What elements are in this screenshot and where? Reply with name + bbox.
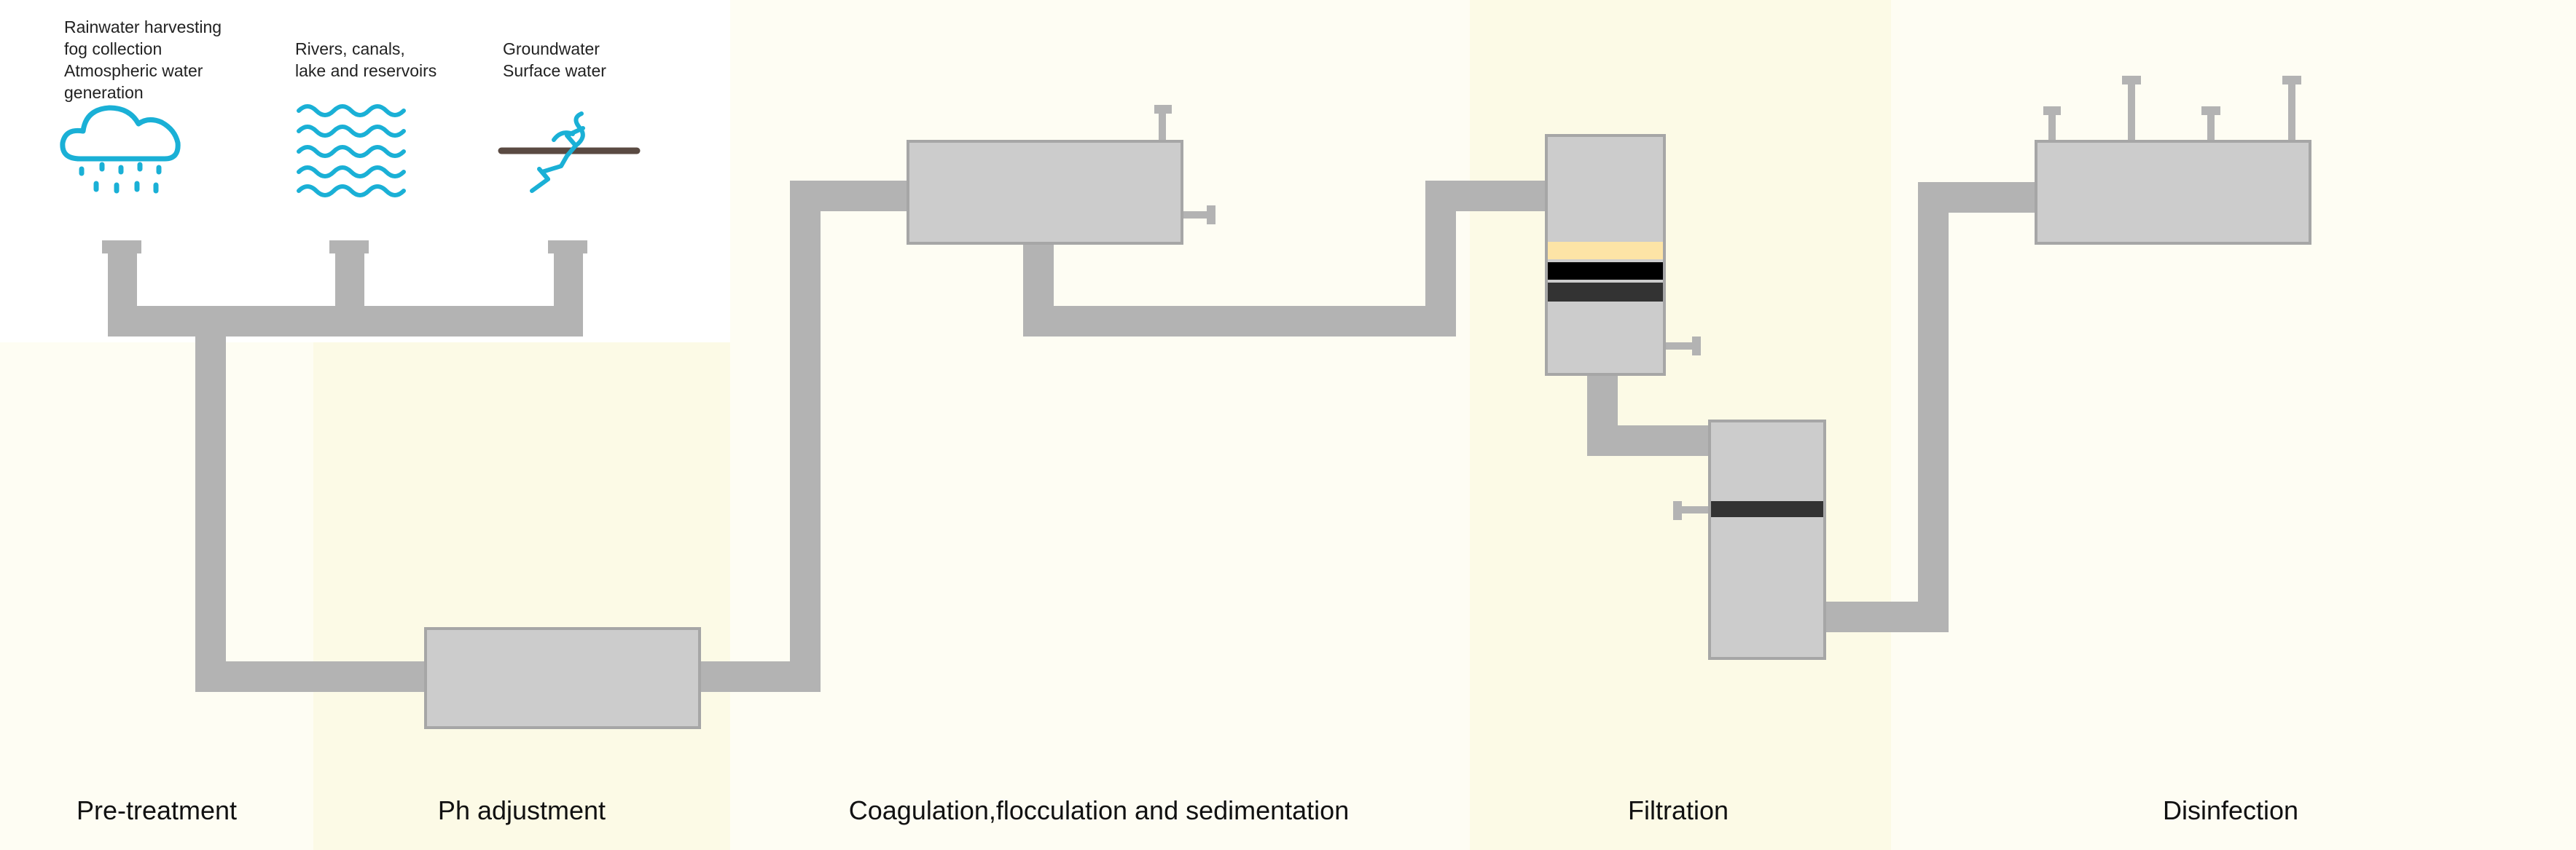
ph-adjustment-tank (424, 627, 701, 729)
source-label-rainwater: Rainwater harvesting fog collection Atmo… (64, 17, 222, 102)
sedimentation-tank (907, 140, 1183, 245)
stage-label-disinfection: Disinfection (2162, 795, 2299, 825)
ground-spring-icon (498, 111, 641, 193)
source-label-rivers: Rivers, canals, lake and reservoirs (295, 39, 437, 80)
stage-label-filtration: Filtration (1627, 795, 1729, 825)
filter-one (1545, 134, 1666, 376)
filter-two (1708, 420, 1826, 660)
disinfection-tank (2035, 140, 2311, 245)
source-label-groundwater: Groundwater Surface water (503, 39, 606, 80)
ph-adjustment-band (313, 342, 730, 850)
rain-cloud-icon (60, 105, 181, 194)
stage-label-ph-adjustment: Ph adjustment (437, 795, 606, 825)
stage-label-coagulation: Coagulation,flocculation and sedimentati… (848, 795, 1350, 825)
pipes (102, 76, 2301, 692)
stage-label-pretreatment: Pre-treatment (76, 795, 238, 825)
pretreatment-band (0, 342, 313, 850)
waves-icon (297, 104, 406, 197)
